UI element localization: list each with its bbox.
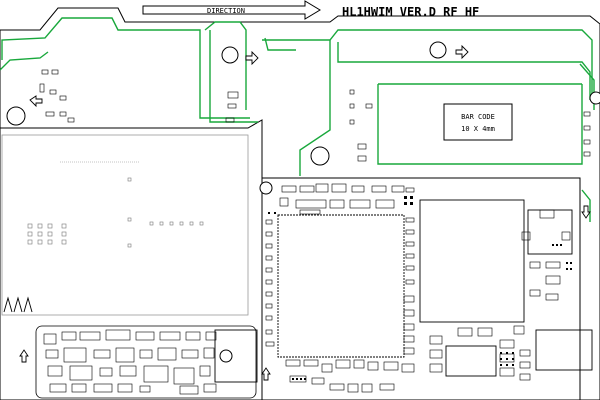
direction-label: DIRECTION (207, 7, 245, 15)
barcode-size-label: 10 X 4mm (461, 125, 495, 133)
mounting-holes (6, 41, 600, 363)
trace-layer (0, 17, 595, 222)
shield-can-main (214, 199, 593, 383)
pad-clusters (268, 196, 572, 380)
direction-arrow-icon (142, 0, 321, 20)
barcode-area (443, 103, 513, 141)
keepout-arrow-icon (19, 44, 591, 381)
component-footprints (35, 69, 591, 399)
barcode-label: BAR CODE (461, 113, 495, 121)
antenna-contacts (3, 296, 33, 313)
board-title: HL1HWIM VER.D RF HF (342, 5, 479, 19)
left-module-block (1, 134, 249, 316)
board-outline (0, 7, 600, 400)
